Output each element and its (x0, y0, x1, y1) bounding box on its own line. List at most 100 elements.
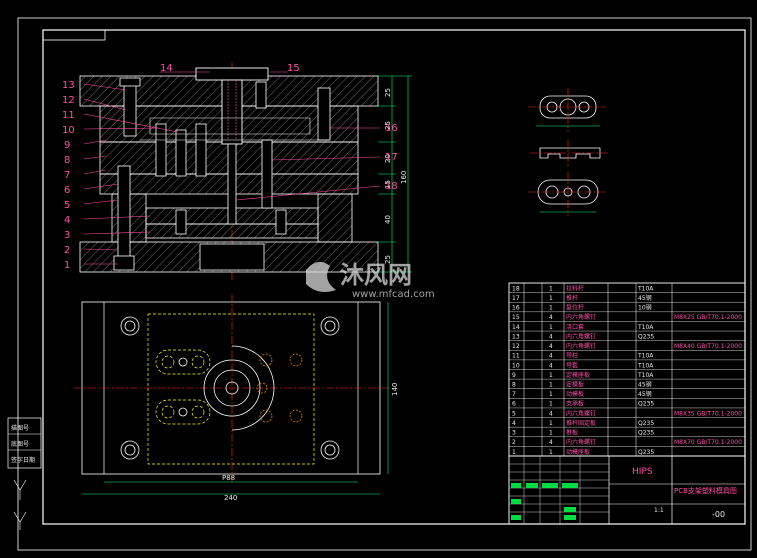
watermark: 沐风网 www.mfcad.com (306, 261, 435, 300)
bom-material-18: T10A (637, 285, 654, 292)
bom-no-3: 3 (512, 430, 516, 437)
title-material: HIPS (632, 467, 653, 477)
strip-label-1: 描图号 (11, 424, 29, 432)
bom-material-1: Q235 (638, 449, 654, 456)
part-number-labels: 1 2 3 4 5 6 7 8 9 10 11 12 13 14 15 16 1… (62, 63, 398, 271)
dim-plan-inner: P88 (222, 474, 235, 482)
bom-name-6: 支承板 (566, 400, 584, 408)
bom-qty-7: 1 (549, 391, 553, 398)
bom-qty-13: 4 (549, 333, 553, 340)
bom-qty-10: 4 (549, 362, 553, 369)
locating-ring (195, 67, 269, 81)
title-scale: 1:1 (654, 507, 664, 514)
bom-qty-4: 1 (549, 420, 553, 427)
bom-material-16: 10钢 (638, 304, 652, 312)
dim-support: 15 (384, 180, 392, 189)
bom-no-7: 7 (512, 391, 516, 398)
bom-no-14: 14 (512, 324, 520, 331)
left-info-strip: 描图号 底图号 签字日期 (7, 417, 42, 530)
bom-material-17: 45钢 (638, 294, 652, 302)
part-number-7: 7 (64, 170, 70, 181)
section-view (79, 62, 379, 280)
dim-total-height: 160 (400, 171, 408, 184)
dim-plan-height: 140 (391, 383, 399, 396)
bom-name-14: 浇口套 (566, 323, 584, 331)
part-number-2: 2 (64, 245, 70, 256)
part-number-17: 17 (385, 152, 398, 163)
title-drawing-name: PCB支架塑料模具图 (674, 486, 737, 495)
bom-note-12: M8X40 GB/T70.1-2000 (674, 343, 742, 350)
bom-material-10: T10A (637, 362, 654, 369)
bom-no-17: 17 (512, 295, 520, 302)
bom-name-12: 内六角螺钉 (566, 342, 596, 350)
bom-name-8: 定模板 (566, 381, 584, 389)
part-number-12: 12 (62, 95, 75, 106)
watermark-url: www.mfcad.com (352, 289, 435, 300)
watermark-brand: 沐风网 (340, 261, 412, 289)
bom-qty-8: 1 (549, 382, 553, 389)
part-number-4: 4 (64, 215, 70, 226)
dim-bottom-clamp: 25 (384, 255, 392, 264)
bom-no-8: 8 (512, 382, 516, 389)
bom-qty-16: 1 (549, 305, 553, 312)
part-number-13: 13 (62, 80, 75, 91)
bom-name-5: 内六角螺钉 (566, 409, 596, 417)
title-drawing-number: -00 (712, 510, 725, 519)
bom-qty-11: 4 (549, 353, 553, 360)
bom-name-1: 动模座板 (566, 448, 590, 456)
spacer-right (317, 193, 353, 243)
part-number-11: 11 (62, 110, 75, 121)
part-number-8: 8 (64, 155, 70, 166)
strip-label-2: 底图号 (11, 440, 29, 448)
bom-material-8: 45钢 (638, 381, 652, 389)
bom-qty-15: 4 (549, 314, 553, 321)
bom-name-7: 动模板 (566, 390, 584, 398)
bom-name-16: 复位杆 (566, 304, 584, 312)
dim-core: 20 (384, 154, 392, 163)
bom-qty-3: 1 (549, 430, 553, 437)
bom-no-12: 12 (512, 343, 520, 350)
dim-top-clamp: 25 (384, 88, 392, 97)
bom-name-11: 导柱 (566, 352, 578, 360)
section-dimensions: 25 25 20 15 40 25 160 (378, 75, 412, 273)
part-number-6: 6 (64, 185, 70, 196)
bom-material-6: Q235 (638, 401, 654, 408)
bom-no-5: 5 (512, 410, 516, 417)
bom-no-6: 6 (512, 401, 516, 408)
dim-spacer: 40 (384, 215, 392, 224)
part-number-14: 14 (160, 63, 173, 74)
drawing-frame (17, 17, 752, 551)
bom-material-11: T10A (637, 353, 654, 360)
bom-name-4: 推杆固定板 (566, 419, 596, 427)
sprue-bushing (221, 79, 243, 145)
bom-no-2: 2 (512, 439, 516, 446)
bom-note-5: M8X35 GB/T70.1-2000 (674, 410, 742, 417)
part-number-3: 3 (64, 230, 70, 241)
bom-qty-9: 1 (549, 372, 553, 379)
plan-view: P88 240 140 (74, 294, 399, 502)
bom-qty-18: 1 (549, 285, 553, 292)
bom-material-14: T10A (637, 324, 654, 331)
dim-plan-outer: 240 (224, 494, 237, 502)
part-number-15: 15 (287, 63, 300, 74)
bom-qty-2: 4 (549, 439, 553, 446)
bom-no-15: 15 (512, 314, 520, 321)
bom-no-4: 4 (512, 420, 516, 427)
bom-qty-14: 1 (549, 324, 553, 331)
bom-name-3: 推板 (566, 429, 578, 437)
part-detail-views (528, 88, 610, 216)
bom-note-15: M8X25 GB/T70.1-2000 (674, 314, 742, 321)
bom-no-13: 13 (512, 333, 520, 340)
bom-qty-12: 4 (549, 343, 553, 350)
bom-note-2: M8X70 GB/T70.1-2000 (674, 439, 742, 446)
bom-name-17: 推杆 (566, 294, 578, 302)
bom-no-10: 10 (512, 362, 520, 369)
bom-name-18: 拉料杆 (566, 284, 584, 292)
bom-name-15: 内六角螺钉 (566, 313, 596, 321)
bom-qty-17: 1 (549, 295, 553, 302)
bom-no-18: 18 (512, 285, 520, 292)
bom-name-10: 导套 (566, 361, 578, 369)
part-number-1: 1 (64, 260, 70, 271)
